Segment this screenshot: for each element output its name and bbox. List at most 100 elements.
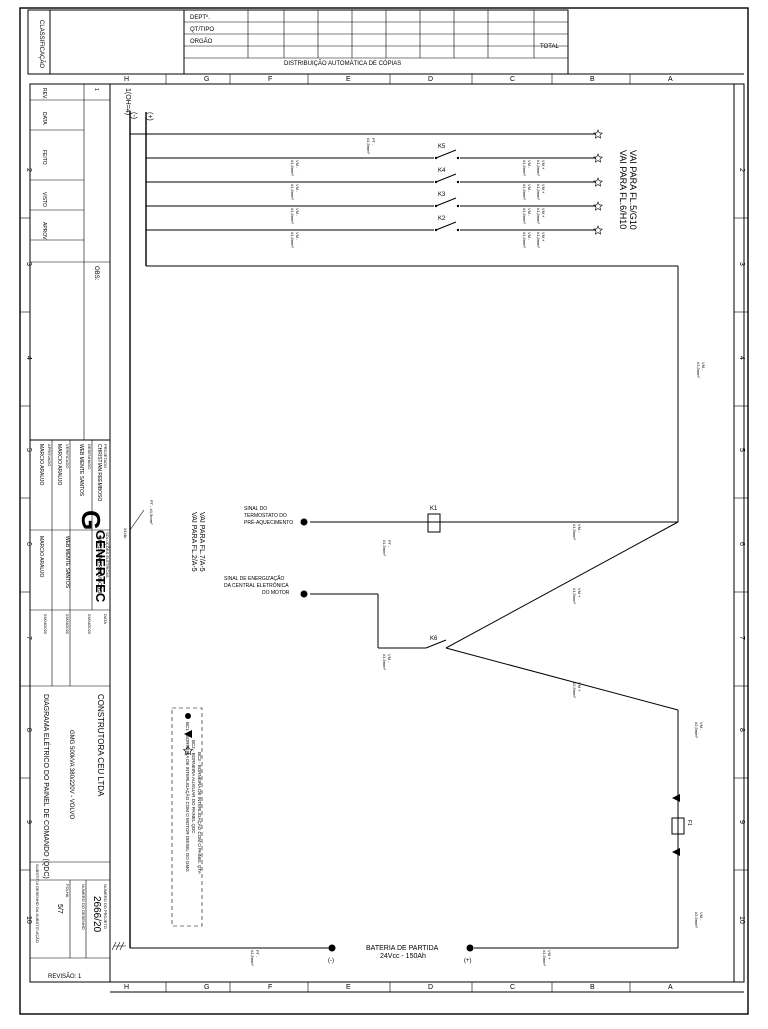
wire-tag-k6-left: VM -#1,5mm² — [382, 654, 392, 670]
svg-text:VM +: VM + — [541, 160, 546, 170]
grid-number-left-8: 8 — [25, 728, 32, 732]
grid-number-left-6: 6 — [25, 542, 32, 546]
top-terminals — [593, 129, 603, 235]
terminal-bc3-icon — [593, 153, 603, 163]
svg-text:VM -: VM - — [699, 722, 704, 731]
legend-item-3: BC3 - BORNEIRA DE INTERLIGAÇÃO COM O PAI… — [197, 752, 203, 874]
grid-letter-top-G: G — [204, 76, 209, 83]
wire-tag-thermostat: PT -#1,5mm² — [382, 540, 392, 556]
dist-row-1: DEPTº. — [190, 14, 210, 21]
bus-wire-tag: PT - #1,5mm² — [149, 500, 154, 525]
approved-name-b: WEB MENTE SANTOS — [64, 536, 70, 589]
bus-label: 1(OH=4) — [124, 88, 131, 115]
grid-number-right-8: 8 — [738, 728, 745, 732]
signal-energize-1: SINAL DE ENERGIZAÇÃO — [224, 575, 284, 582]
revision-label: REVISÃO: 1 — [48, 973, 82, 980]
grid-number-left-9: 9 — [25, 820, 32, 824]
svg-text:VM -: VM - — [295, 160, 300, 169]
svg-text:VM -: VM - — [295, 232, 300, 241]
line-k6-down — [445, 647, 679, 711]
grid-letter-top-D: D — [428, 76, 433, 83]
approved-name-1: MARCIO ARAUJO — [38, 444, 44, 486]
fuse-f1 — [671, 817, 685, 835]
grid-letter-bottom-H: H — [124, 984, 129, 991]
svg-text:#2,5mm²: #2,5mm² — [694, 912, 699, 928]
rev-header-rev: REV. — [41, 88, 47, 99]
svg-text:VM -: VM - — [701, 362, 706, 371]
svg-text:VM -: VM - — [527, 208, 532, 217]
k6-contact — [425, 639, 447, 649]
rev-header-approved: APROV. — [41, 222, 47, 240]
date-1: 03/04/2020 — [87, 614, 92, 635]
bus-cable-label: X1/4b — [123, 528, 128, 539]
grid-number-right-3: 3 — [738, 262, 745, 266]
company-logo: G GENERTEC SOLUÇÕES ELÉTRICAS — [76, 510, 110, 603]
legend-bc1-icon — [185, 713, 191, 719]
legend-item-2: BC2 - BORNEIRA AUXILIAR DO PAINEL QDC — [191, 740, 196, 834]
grid-number-right-10: 10 — [738, 916, 745, 924]
k6-label: K6 — [430, 636, 438, 642]
schematic: 1(OH=4) (-) (+) X1/4b PT - #1,5mm² K5K4K… — [111, 88, 706, 966]
svg-text:#1,5mm²: #1,5mm² — [522, 184, 527, 200]
svg-text:VM +: VM + — [541, 208, 546, 218]
svg-text:#1,5mm²: #1,5mm² — [290, 232, 295, 248]
dist-row-3: ORGÃO — [190, 38, 213, 45]
svg-text:#1,5mm²: #1,5mm² — [542, 950, 547, 966]
logo-sub: SOLUÇÕES ELÉTRICAS — [105, 532, 110, 578]
svg-text:#1,5mm²: #1,5mm² — [572, 524, 577, 540]
svg-text:PT -: PT - — [371, 138, 376, 146]
terminal-bc1-icon — [672, 794, 680, 802]
equipment: GMG 500kVA 380/220V - VOLVO — [68, 730, 74, 819]
substitutes: SUBSTITUI DESENHO DA SUBSTITUIÇÃO — [35, 864, 40, 943]
terminal-bc1-icon-2 — [672, 848, 680, 856]
grid-number-left-5: 5 — [25, 448, 32, 452]
energize-terminal — [300, 590, 308, 598]
title-block: REV. DATA FEITO VISTO APROV. 1 OBS: G GE… — [29, 83, 111, 983]
wire-tag-feed: VM -#2,5mm² — [694, 722, 704, 738]
svg-text:#1,5mm²: #1,5mm² — [536, 184, 541, 200]
grid-letter-bottom-G: G — [204, 984, 209, 991]
projected-name: CHRISTIAN REEMBOSO — [96, 444, 102, 501]
terminal-bc3-icon — [593, 129, 603, 139]
grid-letter-top-E: E — [346, 76, 351, 83]
svg-text:VM +: VM + — [541, 232, 546, 242]
wire-tag-battery-right: VM -#2,5mm² — [694, 912, 704, 928]
logo-mark: G — [76, 510, 106, 530]
wire-tag-vm-right-a: VM -#1,5mm² — [522, 160, 532, 176]
svg-text:#1,5mm²: #1,5mm² — [290, 208, 295, 224]
drawn-name: WEB MENTE SANTOS — [78, 444, 84, 497]
svg-text:#2,5mm²: #2,5mm² — [694, 722, 699, 738]
sheet-number: 5/7 — [56, 904, 63, 914]
svg-text:VM -: VM - — [387, 654, 392, 663]
svg-text:VM -: VM - — [577, 524, 582, 533]
distribution-block: DEPTº. QT/TIPO ORGÃO DISTRIBUIÇÃO AUTOMÁ… — [27, 9, 569, 75]
grid-number-right-6: 6 — [738, 542, 745, 546]
legend-item-1: BC1 - BORNEIRA DE INTERLIGAÇÃO COM O MOT… — [185, 722, 191, 872]
relay-contact-k5: K5 — [434, 144, 460, 160]
k1-label: K1 — [430, 506, 438, 512]
wire-tag-vm-right-b: VM +#1,5mm² — [536, 184, 546, 200]
svg-text:VM +: VM + — [577, 682, 582, 692]
wire-tag-vm-left: VM -#1,5mm² — [290, 208, 300, 224]
wire-tag-k1-right: VM -#1,5mm² — [572, 524, 582, 540]
grid-number-left-10: 10 — [25, 916, 32, 924]
grid-letter-bottom-D: D — [428, 984, 433, 991]
svg-text:PT -: PT - — [387, 540, 392, 548]
wire-tag-vm-left: VM -#1,5mm² — [290, 232, 300, 248]
client-name: CONSTRUTORA CEU LTDA — [96, 694, 105, 797]
svg-text:VM +: VM + — [541, 184, 546, 194]
go-to-mid-1: VAI PARA FL.7/A-5 — [198, 512, 205, 572]
svg-text:#1,5mm²: #1,5mm² — [536, 208, 541, 224]
svg-text:#1,5mm²: #1,5mm² — [536, 160, 541, 176]
wire-tag-battery-left: PT -#1,5mm² — [250, 950, 260, 966]
bus-plus-label: (+) — [146, 112, 153, 121]
drawn-label: DESENHADO — [87, 444, 92, 469]
grid-number-right-9: 9 — [738, 820, 745, 824]
drawing-title: DIAGRAMA ELÉTRICO DO PAINEL DE COMANDO (… — [42, 694, 51, 879]
svg-text:VM -: VM - — [527, 160, 532, 169]
